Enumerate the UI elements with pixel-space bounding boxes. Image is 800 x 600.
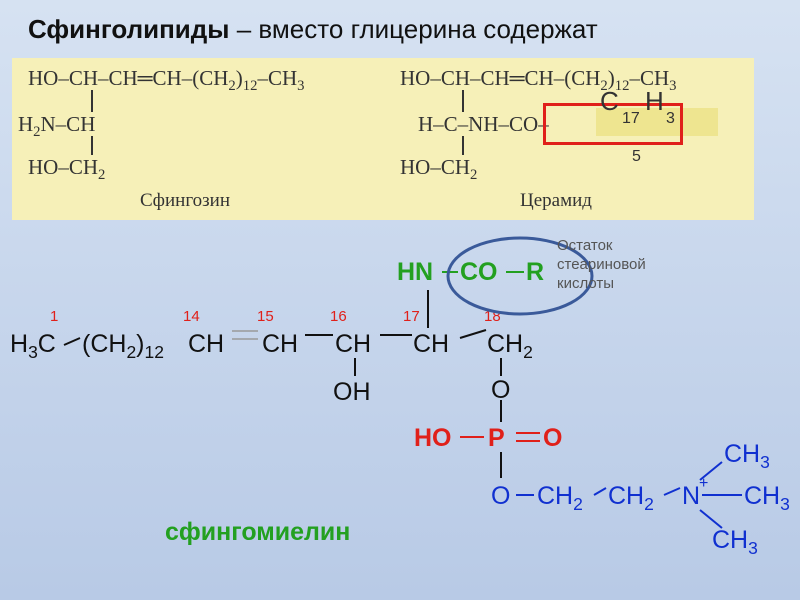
ch2-choline-a: CH2 — [537, 482, 583, 514]
carbon-number-15: 15 — [257, 308, 274, 325]
ch2-chain: (CH2)12 — [82, 330, 164, 362]
ch-14: CH — [188, 330, 225, 358]
co-group: CO — [460, 258, 498, 286]
carbon-number-14: 14 — [183, 308, 200, 325]
acyl-sub17: 17 — [622, 110, 640, 127]
nitrogen: N — [682, 482, 701, 510]
sphingosine-panel — [12, 58, 382, 220]
sphingosine-row2: H2N–CH — [18, 112, 96, 141]
ch2-choline-b: CH2 — [608, 482, 654, 514]
acyl-sub3: 3 — [666, 110, 675, 127]
ch2-18: CH2 — [487, 330, 533, 362]
ch-15: CH — [262, 330, 299, 358]
oxygen-double: O — [543, 424, 563, 452]
methyl-right: CH3 — [744, 482, 790, 514]
acyl-highlight — [596, 108, 718, 136]
r-group: R — [526, 258, 545, 286]
sphingomyelin-name: сфингомиелин — [165, 518, 351, 546]
acyl-sub5: 5 — [632, 148, 641, 165]
acyl-formula: C — [600, 86, 619, 116]
h3c-group: H3C — [10, 330, 56, 362]
ceramide-row2: H–C–NH–CO– — [418, 112, 549, 136]
carbon-number-1: 1 — [50, 308, 59, 325]
acyl-h: H — [645, 86, 664, 116]
acyl-box — [543, 103, 683, 145]
stearic-acid-note: Остаток стеариновой кислоты — [557, 237, 646, 292]
ceramide-row3: HO–CH2 — [400, 155, 478, 184]
ceramide-caption: Церамид — [520, 190, 592, 211]
hydroxyl-group: OH — [333, 378, 371, 406]
oxygen-ester: O — [491, 482, 511, 510]
ho-group: HO — [414, 424, 452, 452]
sphingosine-row1: HO–CH–CH═CH–(CH2)12–CH3 — [28, 66, 305, 95]
carbon-number-16: 16 — [330, 308, 347, 325]
sphingosine-row3: HO–CH2 — [28, 155, 106, 184]
ch-17: CH — [413, 330, 450, 358]
phosphorus: P — [488, 424, 505, 452]
ceramide-panel — [382, 58, 754, 220]
methyl-top: CH3 — [724, 440, 770, 472]
ceramide-row1: HO–CH–CH═CH–(CH2)12–CH3 — [400, 66, 677, 95]
carbon-number-17: 17 — [403, 308, 420, 325]
ch-16: CH — [335, 330, 372, 358]
plus-charge: + — [699, 475, 709, 492]
methyl-bottom: CH3 — [712, 526, 758, 558]
page-title: Сфинголипиды – вместо глицерина содержат — [28, 14, 598, 44]
sphingosine-caption: Сфингозин — [140, 190, 230, 211]
hn-group: HN — [397, 258, 434, 286]
oxygen-link: O — [491, 376, 511, 404]
